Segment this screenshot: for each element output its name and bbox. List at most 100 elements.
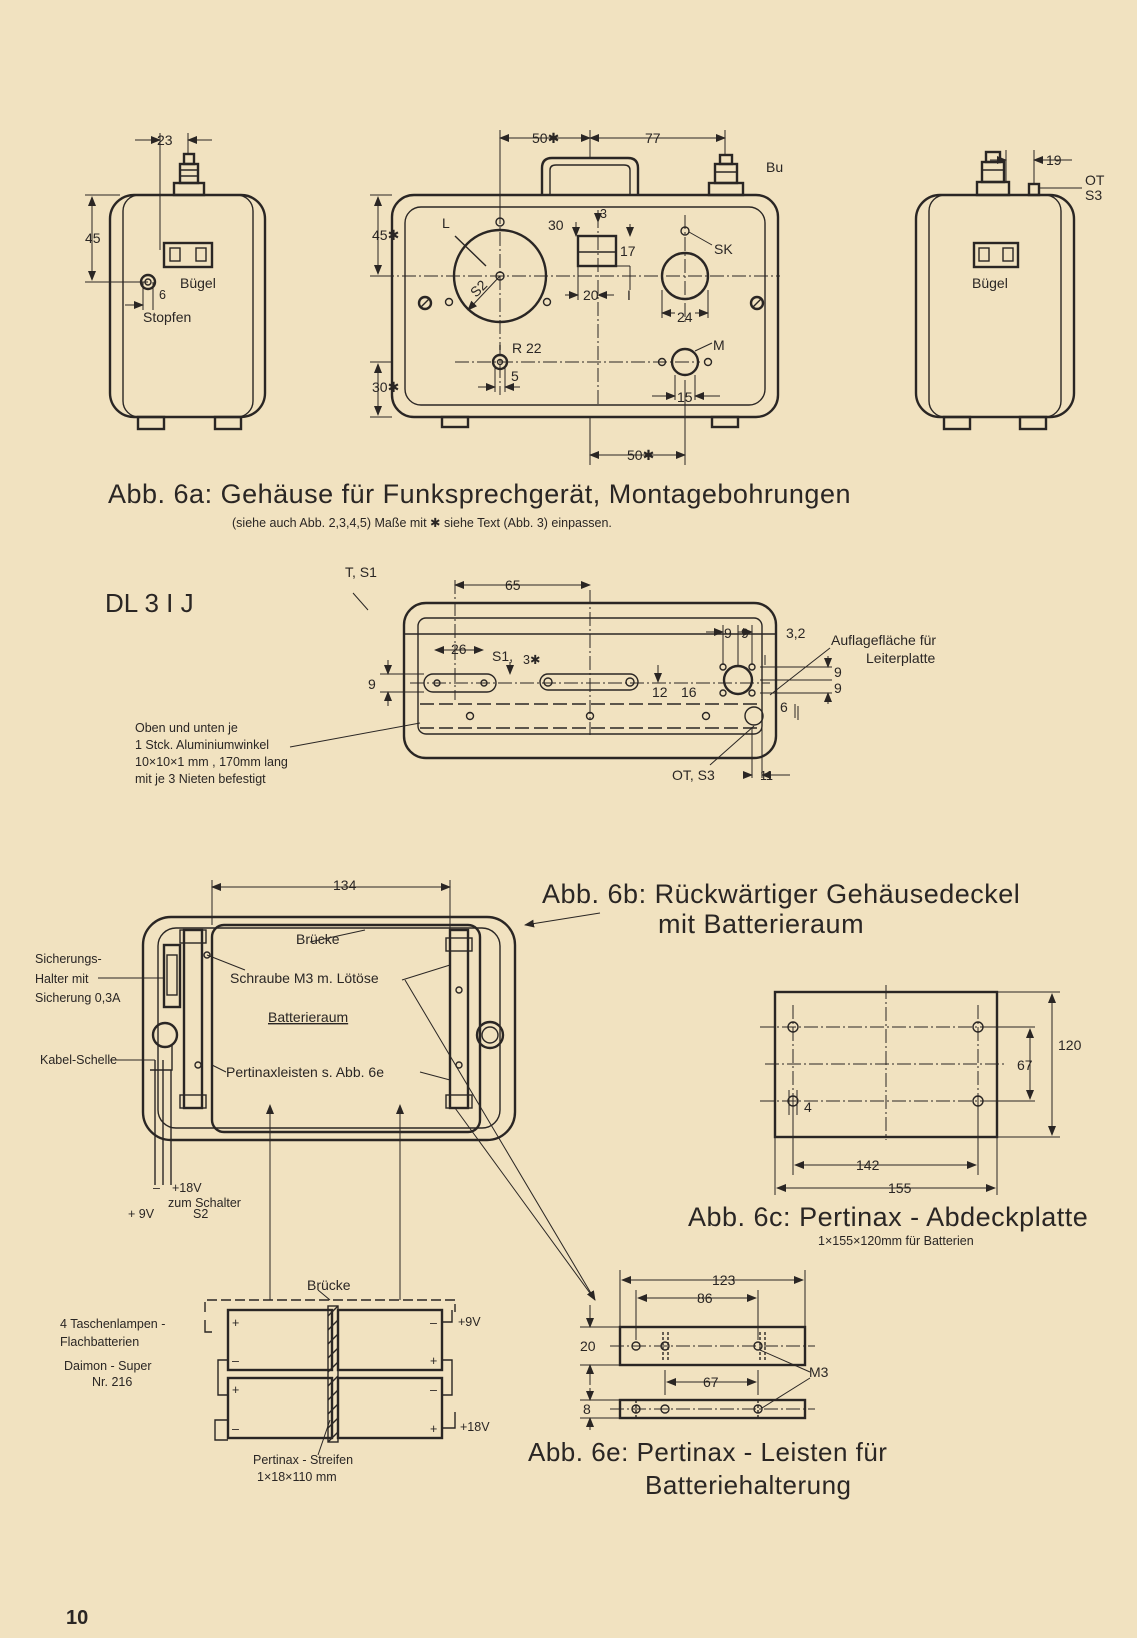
dim-3-2: 3,2 — [786, 625, 806, 641]
label-s3: S3 — [1085, 187, 1102, 203]
label-buegel-left: Bügel — [180, 275, 216, 291]
fig6b-top-view — [289, 580, 832, 779]
dim-134: 134 — [333, 877, 357, 893]
batt-plus-1: + — [232, 1316, 239, 1330]
dim-9-left: 9 — [368, 676, 376, 692]
label-auflage: Auflagefläche für — [831, 632, 936, 648]
label-r22: R 22 — [512, 340, 542, 356]
dim-50a: 50✱ — [532, 130, 559, 146]
caption-6e-line2: Batteriehalterung — [645, 1470, 852, 1500]
label-bruecke-battery: Brücke — [307, 1277, 351, 1293]
dim-16: 16 — [681, 684, 697, 700]
batt-plus-3: + — [232, 1383, 239, 1397]
dim-155: 155 — [888, 1180, 912, 1196]
dim-9-a: 9 — [724, 625, 732, 641]
label-sicherung-2: Halter mit — [35, 972, 89, 986]
batt-minus-4: – — [430, 1383, 437, 1397]
fig6a-front-view — [370, 130, 780, 465]
dim-30b: 30✱ — [372, 379, 399, 395]
label-buegel-right: Bügel — [972, 275, 1008, 291]
batt-minus-1: – — [232, 1354, 239, 1368]
label-l: L — [442, 215, 450, 231]
dim-142: 142 — [856, 1157, 880, 1173]
label-streifen-1: Pertinax - Streifen — [253, 1453, 353, 1467]
label-sk: SK — [714, 241, 733, 257]
note-line-4: mit je 3 Nieten befestigt — [135, 772, 266, 786]
label-m3: M3 — [809, 1364, 829, 1380]
page-number: 10 — [66, 1607, 88, 1629]
label-9v-battery: +9V — [458, 1315, 481, 1329]
label-leiterplatte: Leiterplatte — [866, 650, 935, 666]
angle-note: Oben und unten je 1 Stck. Aluminiumwinke… — [135, 721, 288, 786]
caption-6b-line2: mit Batterieraum — [658, 909, 864, 939]
caption-6e-line1: Abb. 6e: Pertinax - Leisten für — [528, 1437, 887, 1467]
dim-5: 5 — [511, 368, 519, 384]
dim-23: 23 — [157, 132, 173, 148]
dim-24: 24 — [677, 309, 693, 325]
dim-65: 65 — [505, 577, 521, 593]
label-18v-cover: +18V — [172, 1181, 202, 1195]
batt-plus-2: + — [430, 1354, 437, 1368]
dim-19: 19 — [1046, 152, 1062, 168]
dim-9-d: 9 — [834, 680, 842, 696]
label-schraube: Schraube M3 m. Lötöse — [230, 970, 379, 986]
label-stopfen: Stopfen — [143, 309, 191, 325]
fig6a-right-view — [914, 150, 1082, 431]
label-daimon-2: Nr. 216 — [92, 1375, 132, 1389]
caption-6b-line1: Abb. 6b: Rückwärtiger Gehäusedeckel — [542, 879, 1020, 909]
dim-20-6e: 20 — [580, 1338, 596, 1354]
label-sicherung-3: Sicherung 0,3A — [35, 991, 121, 1005]
label-s2: S2 — [467, 277, 491, 301]
batt-plus-4: + — [430, 1422, 437, 1436]
label-m: M — [713, 337, 725, 353]
label-lamps-2: Flachbatterien — [60, 1335, 139, 1349]
label-t-s1: T, S1 — [345, 564, 377, 580]
batt-minus-2: – — [430, 1316, 437, 1330]
dim-12: 12 — [652, 684, 668, 700]
battery-pack — [204, 1289, 456, 1456]
label-pertinaxleisten: Pertinaxleisten s. Abb. 6e — [226, 1064, 384, 1080]
dim-6: 6 — [780, 699, 788, 715]
note-line-1: Oben und unten je — [135, 721, 238, 735]
label-9v-cover: + 9V — [128, 1207, 155, 1221]
label-bu: Bu — [766, 159, 783, 175]
author-callsign: DL 3 I J — [105, 588, 194, 618]
dim-45-front: 45✱ — [372, 227, 399, 243]
caption-6a: Abb. 6a: Gehäuse für Funksprechgerät, Mo… — [108, 479, 851, 509]
dim-6: 6 — [159, 288, 166, 302]
label-i: I — [627, 287, 631, 303]
batt-minus-3: – — [232, 1422, 239, 1436]
dim-9-b: 9 — [741, 625, 749, 641]
label-ot-s3: OT, S3 — [672, 767, 715, 783]
dim-67-6e: 67 — [703, 1374, 719, 1390]
label-s2-cover: S2 — [193, 1207, 208, 1221]
dim-4: 4 — [804, 1099, 812, 1115]
fig6c-plate — [760, 985, 1060, 1195]
dim-30: 30 — [548, 217, 564, 233]
note-line-3: 10×10×1 mm , 170mm lang — [135, 755, 288, 769]
dim-3: 3 — [600, 207, 607, 221]
label-ot: OT — [1085, 172, 1105, 188]
dim-11: 11 — [760, 769, 773, 783]
note-line-2: 1 Stck. Aluminiumwinkel — [135, 738, 269, 752]
label-18v-battery: +18V — [460, 1420, 490, 1434]
label-kabelschelle: Kabel-Schelle — [40, 1053, 117, 1067]
label-minus: – — [153, 1181, 160, 1195]
subcaption-6c: 1×155×120mm für Batterien — [818, 1234, 974, 1248]
label-daimon-1: Daimon - Super — [64, 1359, 152, 1373]
label-bruecke-cover: Brücke — [296, 931, 340, 947]
label-zum-schalter: zum Schalter — [168, 1196, 241, 1210]
label-batterieraum: Batterieraum — [268, 1009, 348, 1025]
dim-45-left: 45 — [85, 230, 101, 246]
label-3star: 3✱ — [523, 653, 541, 667]
label-sicherung-1: Sicherungs- — [35, 952, 102, 966]
fig6b-back-cover — [98, 880, 601, 1301]
label-lamps-1: 4 Taschenlampen - — [60, 1317, 165, 1331]
fig6a-left-view — [85, 133, 267, 431]
dim-50b: 50✱ — [627, 447, 654, 463]
dim-9-c: 9 — [834, 664, 842, 680]
label-s1-top: S1, — [492, 648, 513, 664]
dim-67-6c: 67 — [1017, 1057, 1033, 1073]
